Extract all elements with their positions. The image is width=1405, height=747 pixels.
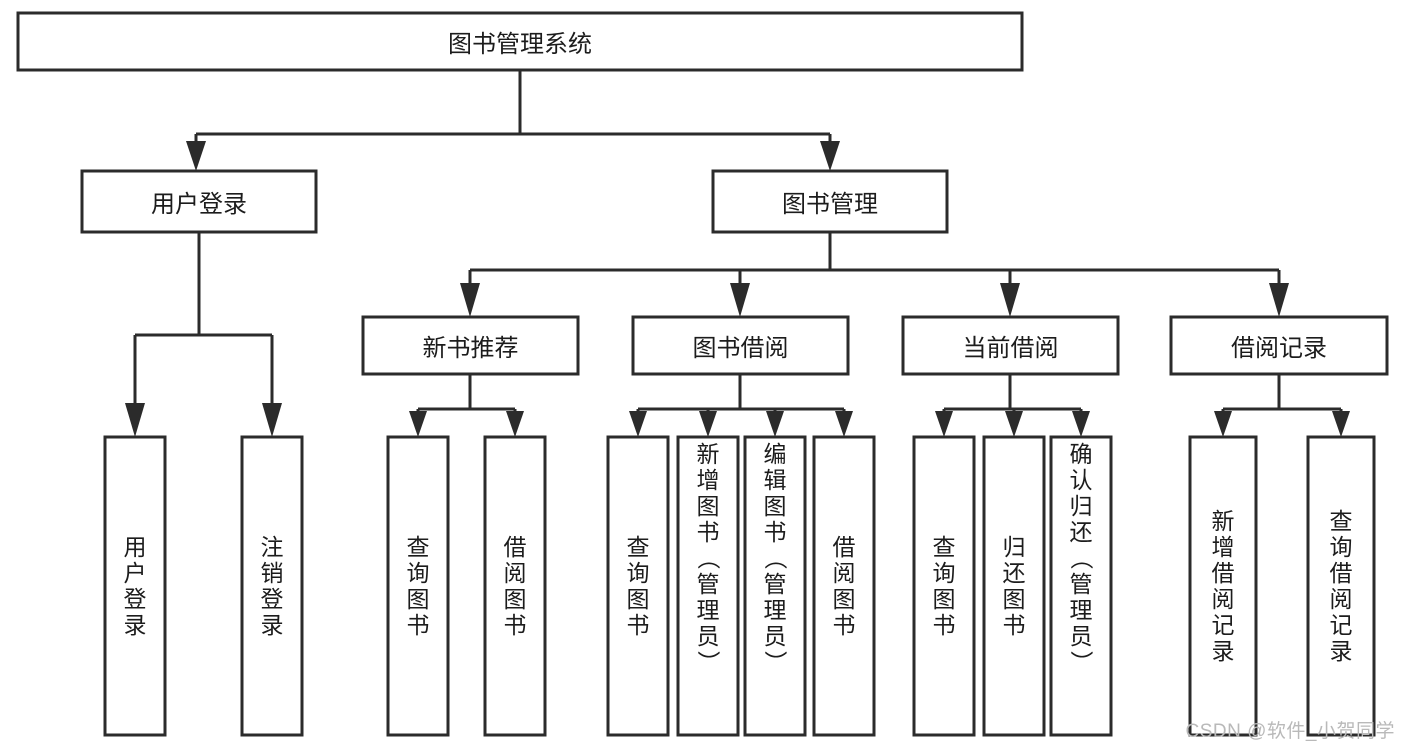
- arrowhead-leaf-query-book-1: [409, 411, 427, 437]
- arrowhead-leaf-add-book: [699, 411, 717, 437]
- arrowhead-current-borrow: [1000, 283, 1020, 317]
- node-box-leaf-query-book-1[interactable]: [386, 435, 450, 737]
- node-box-leaf-add-book[interactable]: [676, 435, 740, 737]
- arrowhead-leaf-return-book: [1005, 411, 1023, 437]
- arrowhead-new-book-rec: [460, 283, 480, 317]
- node-box-leaf-confirm-return[interactable]: [1049, 435, 1113, 737]
- arrowhead-book-borrow: [730, 283, 750, 317]
- node-box-leaf-borrow-book-1[interactable]: [483, 435, 547, 737]
- arrowhead-leaf-user-login: [125, 403, 145, 437]
- arrowhead-leaf-confirm-return: [1072, 411, 1090, 437]
- node-box-leaf-return-book[interactable]: [982, 435, 1046, 737]
- node-box-leaf-query-book-2[interactable]: [606, 435, 670, 737]
- node-box-new-book-rec[interactable]: [361, 315, 580, 376]
- arrowhead-leaf-query-book-3: [935, 411, 953, 437]
- arrowhead-leaf-borrow-book-1: [506, 411, 524, 437]
- node-box-current-borrow[interactable]: [901, 315, 1120, 376]
- arrowhead-leaf-logout: [262, 403, 282, 437]
- arrowhead-borrow-record: [1269, 283, 1289, 317]
- node-box-book-manage[interactable]: [711, 169, 949, 234]
- node-box-leaf-user-login[interactable]: [103, 435, 167, 737]
- node-box-borrow-record[interactable]: [1169, 315, 1389, 376]
- arrowhead-leaf-query-record: [1332, 411, 1350, 437]
- node-box-root[interactable]: [16, 11, 1024, 72]
- arrowhead-leaf-edit-book: [766, 411, 784, 437]
- arrowhead-leaf-borrow-book-2: [835, 411, 853, 437]
- node-box-leaf-edit-book[interactable]: [743, 435, 807, 737]
- node-box-leaf-add-record[interactable]: [1188, 435, 1258, 737]
- node-box-leaf-logout[interactable]: [240, 435, 304, 737]
- csdn-watermark: CSDN @软件_小贺同学: [1185, 721, 1395, 742]
- arrowhead-book-manage: [820, 141, 840, 171]
- node-box-leaf-borrow-book-2[interactable]: [812, 435, 876, 737]
- node-box-leaf-query-book-3[interactable]: [912, 435, 976, 737]
- arrowhead-leaf-query-book-2: [629, 411, 647, 437]
- arrowhead-leaf-add-record: [1214, 411, 1232, 437]
- node-box-leaf-query-record[interactable]: [1306, 435, 1376, 737]
- node-box-user-login[interactable]: [80, 169, 318, 234]
- arrowhead-user-login: [186, 141, 206, 171]
- node-box-book-borrow[interactable]: [631, 315, 850, 376]
